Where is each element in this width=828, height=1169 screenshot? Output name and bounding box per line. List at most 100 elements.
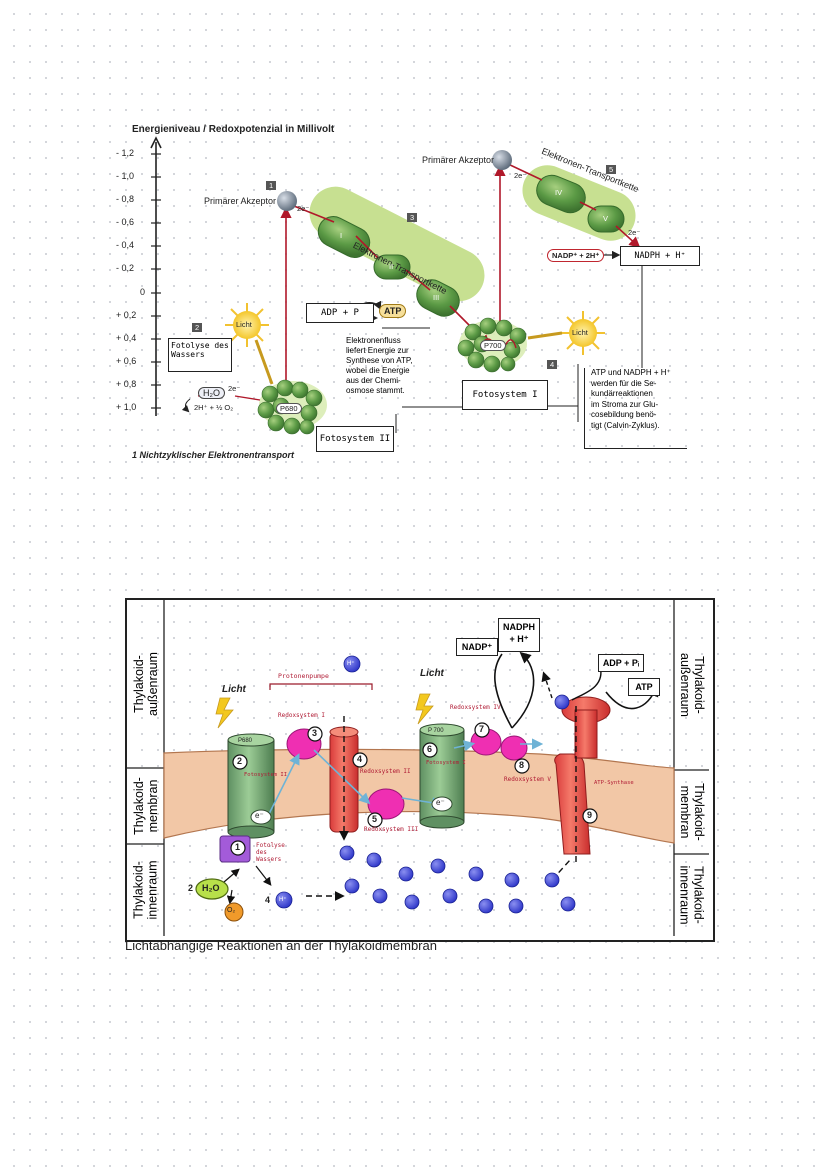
tick-label: - 0,6: [116, 217, 135, 227]
step-number: 7: [479, 724, 485, 734]
step-number: 1: [235, 842, 241, 852]
tick-label: + 0,4: [116, 333, 137, 343]
sun-icon-2: [561, 311, 605, 355]
energy-text-line: Synthese von ATP,: [346, 356, 413, 365]
step-marker-3: 3: [407, 213, 418, 222]
figure-2-caption: Lichtabhängige Reaktionen an der Thylako…: [125, 938, 437, 953]
light-label: Licht: [236, 320, 252, 329]
tick-label: - 0,2: [116, 263, 135, 273]
axis-title: Energieniveau / Redoxpotenzial in Milliv…: [132, 124, 335, 135]
label-text: Thylakoid- membran: [677, 783, 706, 841]
nadp-box: NADP⁺: [456, 638, 498, 656]
step-marker-1: 1: [266, 181, 277, 190]
p700-label: P700: [480, 340, 506, 351]
label-inner-right: Thylakoid- innenraum: [674, 854, 709, 936]
redox-label: Redoxsystem IV: [450, 704, 501, 711]
proton-label: H⁺: [279, 897, 287, 903]
step-number: 5: [372, 814, 378, 824]
figure-2: Thylakoid- außenraum Thylakoid- membran …: [120, 598, 720, 958]
tick-label: - 0,8: [116, 194, 135, 204]
photolysis-note-text: Fotolyse des Wassers: [171, 341, 229, 359]
proton-pump-label: Protonenpumpe: [278, 672, 329, 680]
complex-label: IV: [555, 188, 563, 197]
primary-acceptor-label: Primärer Akzeptor: [204, 196, 277, 206]
calvin-text-line: werden für die Se-: [591, 378, 657, 388]
label-membrane-right: Thylakoid- membran: [674, 770, 709, 854]
water-label: H₂O: [198, 387, 225, 399]
nadp-text: NADP⁺: [461, 642, 493, 652]
energy-text-line: aus der Chemi-: [346, 376, 401, 385]
light-label: Licht: [420, 668, 444, 679]
label-outer-right: Thylakoid- außenraum: [674, 600, 709, 770]
ps2-note-text: Fotosystem II: [319, 434, 391, 444]
photolysis-label: Fotolyse des Wassers: [256, 842, 285, 863]
p680-label: P680: [276, 403, 302, 414]
light-label: Licht: [222, 684, 246, 695]
complex-label: III: [433, 293, 440, 302]
energy-text-line: Elektronenfluss: [346, 336, 401, 345]
calvin-text-line: kundärreaktionen: [591, 389, 653, 398]
redox-label: Redoxsystem II: [360, 768, 411, 775]
step-number: 9: [587, 810, 593, 820]
fotosystem-1-label: Fotosystem I: [426, 760, 466, 766]
ps2-note: Fotosystem II: [316, 426, 394, 452]
figure-1-graphics: [150, 136, 643, 435]
atp-box: ATP: [628, 678, 660, 696]
nadph-box: NADPH + H⁺: [498, 618, 540, 652]
complex-label: I: [340, 231, 343, 240]
photolysis-note: Fotolyse des Wassers: [168, 338, 232, 372]
adp-text: ADP + Pᵢ: [602, 658, 640, 668]
proton-coefficient: 4: [265, 895, 271, 905]
step-number: 6: [427, 744, 433, 754]
oxygen-label: O₂: [227, 907, 236, 914]
tick-label: - 0,4: [116, 240, 135, 250]
redox-label: Redoxsystem V: [504, 776, 551, 783]
label-text: Thylakoid- außenraum: [677, 653, 706, 717]
step-marker-5: 5: [606, 165, 617, 174]
step-number: 4: [357, 754, 363, 764]
figure-2-frame: [125, 598, 715, 942]
sun-icon-1: [225, 303, 269, 347]
nadp-input-label: NADP⁺ + 2H⁺: [547, 249, 605, 262]
label-outer-left: Thylakoid- außenraum: [127, 600, 164, 768]
label-inner-left: Thylakoid- innenraum: [127, 844, 164, 936]
electron-symbol: e⁻: [436, 798, 445, 807]
step-marker-4: 4: [547, 360, 558, 369]
calvin-text-line: tigt (Calvin-Zyklus).: [591, 420, 660, 430]
water-coefficient: 2: [188, 883, 194, 893]
step-number: 3: [312, 728, 318, 738]
redox-label: Redoxsystem I: [278, 712, 325, 719]
nadph-note: NADPH + H⁺: [620, 246, 700, 266]
tick-label: + 0,8: [116, 379, 137, 389]
label-text: Thylakoid- innenraum: [677, 865, 706, 925]
electron-label: 2e⁻: [628, 228, 641, 237]
fotosystem-2-label: Fotosystem II: [244, 772, 288, 778]
electron-label: 2e⁻: [228, 384, 241, 393]
ps1-note: Fotosystem I: [462, 380, 548, 410]
calvin-text: ATP und NADPH + H⁺ werden für die Se- ku…: [584, 368, 687, 449]
figure-1-caption: 1 Nichtzyklischer Elektronentransport: [132, 450, 295, 460]
label-text: Thylakoid- membran: [131, 777, 160, 835]
adp-note: ADP + P: [306, 303, 374, 323]
atp-synthase-label: ATP-Synthase: [594, 780, 634, 786]
redox-label: Redoxsystem III: [364, 826, 419, 833]
light-label: Licht: [572, 328, 588, 337]
energy-text-line: liefert Energie zur: [346, 346, 409, 355]
electron-label: 2e⁻: [514, 171, 527, 180]
adp-note-text: ADP + P: [321, 308, 359, 318]
figure-2-graphics: [127, 600, 709, 936]
calvin-text-line: ATP und NADPH + H⁺: [591, 368, 671, 377]
label-membrane-left: Thylakoid- membran: [127, 768, 164, 844]
complex-label: V: [603, 214, 609, 223]
ps1-note-text: Fotosystem I: [472, 390, 538, 400]
p700-label: P 700: [428, 728, 444, 734]
tick-label: + 1,0: [116, 402, 137, 412]
proton-label: H⁺: [347, 661, 355, 667]
primary-acceptor-label: Primärer Akzeptor: [422, 155, 495, 165]
energy-text-line: osmose stammt.: [346, 386, 405, 395]
step-marker-2: 2: [192, 323, 203, 332]
water-label: H₂O: [202, 883, 220, 893]
tick-label: - 1,0: [116, 171, 135, 181]
tick-label: + 0,2: [116, 310, 137, 320]
calvin-text-line: im Stroma zur Glu-: [591, 399, 659, 409]
